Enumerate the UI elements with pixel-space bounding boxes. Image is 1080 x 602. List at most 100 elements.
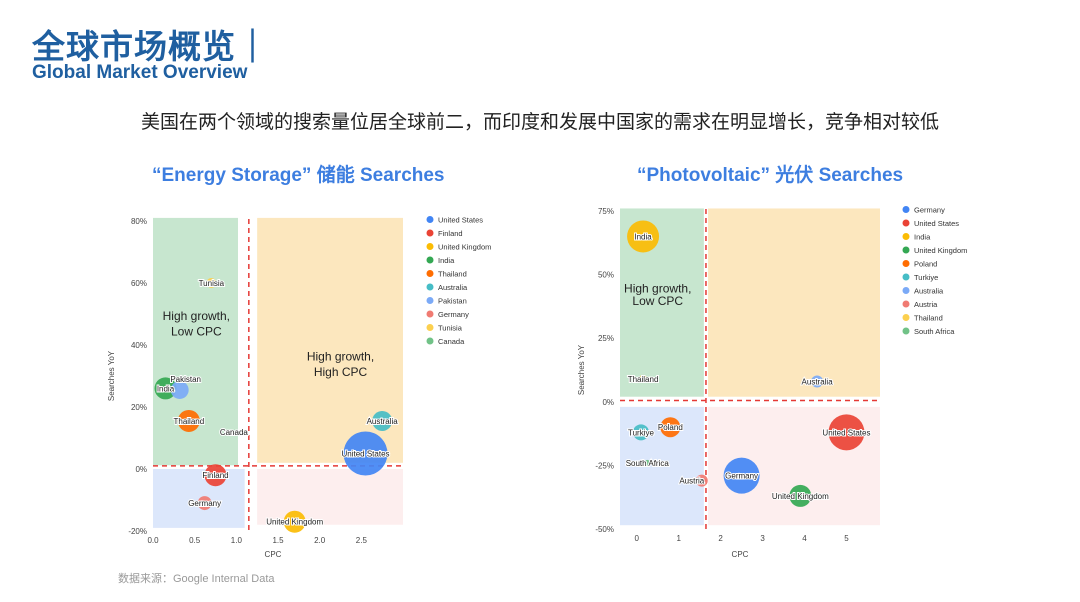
x-tick-label: 2 (718, 534, 723, 543)
legend-marker (426, 229, 434, 237)
data-point-australia (372, 410, 393, 431)
data-label: India (634, 232, 652, 241)
legend-marker (426, 256, 434, 264)
data-label: Turkiye (628, 428, 654, 437)
legend-entry: Finland (438, 229, 463, 238)
legend-entry: United Kingdom (438, 243, 491, 252)
legend-entry: Pakistan (438, 297, 467, 306)
legend-entry: Germany (914, 206, 945, 215)
quadrant-annotation: High growth, (624, 281, 691, 295)
data-label: Australia (802, 377, 834, 386)
data-label: Germany (188, 499, 221, 508)
data-point-tunisia (206, 278, 217, 288)
legend-marker (902, 206, 910, 213)
data-label: Tunisia (199, 279, 225, 288)
x-tick-label: 3 (760, 534, 765, 543)
y-axis-label: Searches YoY (107, 350, 116, 401)
data-label: Finland (202, 471, 228, 480)
y-tick-label: 60% (131, 279, 147, 288)
data-label: United Kingdom (266, 518, 323, 527)
x-axis-label: CPC (265, 550, 282, 559)
x-tick-label: 0.5 (189, 536, 201, 545)
y-tick-label: -25% (595, 461, 614, 470)
data-label: Thailand (628, 375, 659, 384)
data-label: South Africa (626, 459, 670, 468)
quadrant-annotation: High CPC (314, 365, 368, 379)
legend-marker (426, 310, 434, 318)
legend-marker (426, 243, 434, 250)
y-tick-label: 0% (602, 398, 614, 407)
legend-entry: Australia (438, 283, 468, 292)
data-point-india (627, 220, 660, 253)
data-label: United Kingdom (772, 492, 829, 501)
data-label: United States (822, 428, 870, 437)
legend-marker (902, 327, 910, 335)
data-label: Poland (658, 423, 683, 432)
legend-entry: United Kingdom (914, 246, 967, 255)
page-title: 全球市场概览｜ (32, 27, 270, 66)
legend-entry: Tunisia (438, 324, 463, 333)
data-point-united-kingdom (283, 510, 306, 533)
data-label: Australia (367, 417, 399, 426)
x-tick-label: 0.0 (147, 536, 159, 545)
y-axis-label: Searches YoY (577, 344, 586, 395)
page-title-english: Global Market Overview (32, 62, 248, 83)
quadrant-annotation: Low CPC (171, 325, 222, 339)
data-point-south-africa (644, 459, 651, 466)
data-point-finland (204, 464, 227, 487)
chart-title-energy-storage: “Energy Storage” 储能 Searches (152, 165, 445, 186)
data-point-united-states (343, 431, 388, 476)
legend-marker (902, 246, 910, 254)
legend-marker (902, 287, 910, 294)
legend-entry: Thailand (438, 270, 467, 279)
x-tick-label: 0 (635, 534, 640, 543)
legend-marker (902, 260, 910, 267)
x-tick-label: 4 (802, 534, 807, 543)
legend-entry: Poland (914, 260, 937, 269)
data-point-united-kingdom (789, 484, 812, 507)
legend-marker (902, 233, 910, 240)
data-label: Canada (220, 428, 249, 437)
data-point-canada (231, 429, 236, 434)
legend-entry: Austria (914, 300, 938, 309)
legend-entry: South Africa (914, 327, 955, 336)
legend-entry: India (438, 256, 455, 265)
y-tick-label: 0% (135, 465, 147, 474)
data-label: India (157, 384, 175, 393)
x-tick-label: 1.0 (231, 536, 243, 545)
x-tick-label: 1 (676, 534, 681, 543)
data-source-note: 数据来源：Google Internal Data (118, 573, 275, 585)
data-point-germany (723, 457, 760, 494)
data-label: United States (341, 450, 389, 459)
data-point-poland (660, 417, 681, 438)
data-label: Germany (725, 472, 758, 481)
legend-entry: Turkiye (914, 273, 938, 282)
legend-marker (902, 300, 910, 308)
legend-marker (426, 324, 434, 331)
x-tick-label: 5 (844, 534, 849, 543)
y-tick-label: -50% (595, 525, 614, 534)
data-point-germany (197, 496, 212, 511)
y-tick-label: -20% (128, 527, 147, 536)
legend-marker (902, 273, 910, 281)
legend-entry: Germany (438, 310, 469, 319)
data-point-thailand (177, 409, 200, 432)
quadrant-annotation: Low CPC (632, 294, 683, 308)
legend-marker (902, 219, 910, 227)
quadrant-bottom_left (153, 469, 245, 528)
data-label: Thailand (173, 417, 204, 426)
legend-marker (426, 337, 434, 345)
legend-entry: Australia (914, 287, 944, 296)
data-point-australia (811, 375, 824, 388)
legend-entry: Canada (438, 337, 465, 346)
legend-marker (426, 297, 434, 304)
legend-marker (426, 216, 434, 223)
quadrant-top_right (708, 208, 880, 397)
data-point-thailand (639, 374, 648, 383)
x-tick-label: 2.0 (314, 536, 326, 545)
data-label: Austria (679, 477, 704, 486)
legend-entry: India (914, 233, 931, 242)
y-tick-label: 40% (131, 341, 147, 350)
